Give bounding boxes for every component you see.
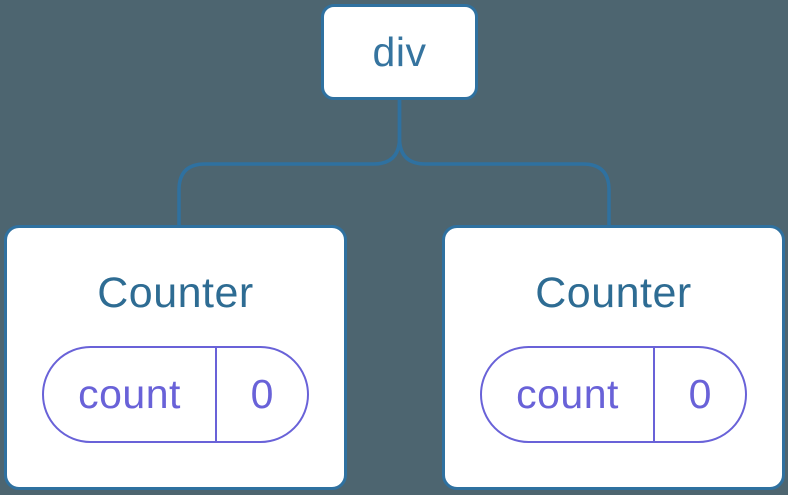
counter-node-left: Counter count 0 bbox=[4, 225, 347, 490]
state-value: 0 bbox=[688, 371, 712, 417]
counter-node-title: Counter bbox=[97, 269, 254, 317]
root-node-label: div bbox=[372, 28, 427, 75]
state-key-label: count bbox=[482, 348, 655, 441]
state-value: 0 bbox=[250, 371, 274, 417]
root-node-div: div bbox=[321, 4, 478, 100]
state-pill: count 0 bbox=[480, 346, 747, 443]
connector-root-to-left-child bbox=[177, 99, 402, 226]
counter-node-right: Counter count 0 bbox=[442, 225, 785, 490]
connector-root-to-right-child bbox=[397, 99, 611, 226]
counter-node-title: Counter bbox=[535, 269, 692, 317]
state-pill: count 0 bbox=[42, 346, 309, 443]
state-key-label: count bbox=[44, 348, 217, 441]
